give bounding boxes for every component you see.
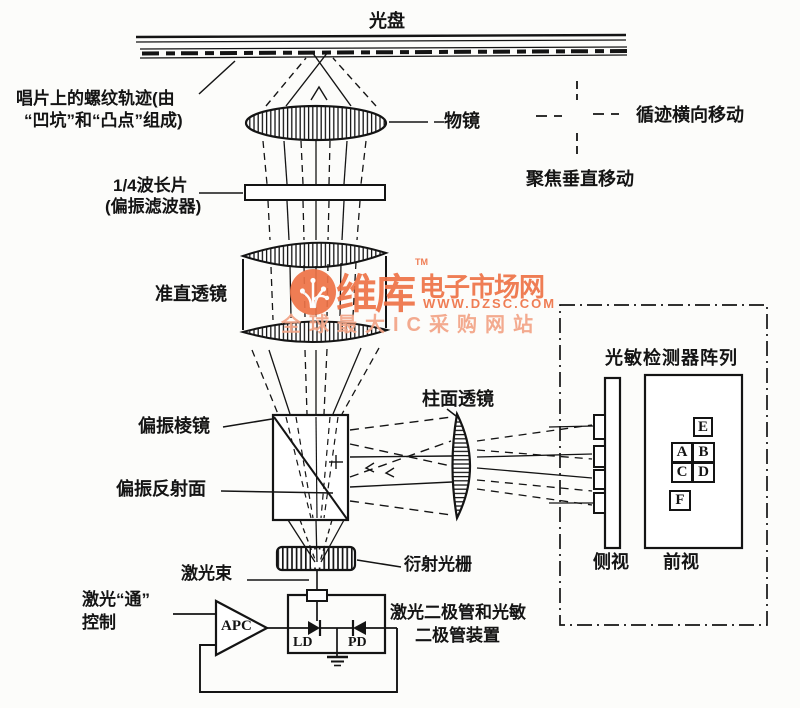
track-label-connector — [198, 60, 236, 95]
beam-rays-lens-to-plate — [262, 140, 367, 185]
pd-label: PD — [348, 635, 367, 650]
laser-beam-label: 激光束 — [181, 564, 232, 583]
laser-on-label-line1: 激光“通” — [82, 590, 150, 609]
apc-label: APC — [221, 618, 252, 634]
laser-circuit — [173, 589, 398, 693]
objective-label: 物镜 — [444, 111, 480, 131]
polarizing-prism-label: 偏振棱镜 — [138, 416, 210, 436]
diffraction-grating — [275, 545, 357, 572]
grating-label: 衍射光栅 — [404, 555, 472, 574]
feedback-loop — [199, 628, 398, 693]
track-label-line2: “凹坑”和“凸点”组成) — [24, 111, 183, 130]
detector-side-view — [593, 376, 622, 550]
quarter-wave-plate — [199, 184, 386, 201]
detector-cell-e: E — [693, 417, 713, 437]
detector-array-label: 光敏检测器阵列 — [605, 348, 738, 368]
beam-rays-prism-to-cylindrical — [349, 416, 453, 516]
focus-move-label: 聚焦垂直移动 — [526, 169, 634, 189]
detector-cell-f: F — [669, 490, 691, 511]
objective-lens — [244, 104, 444, 142]
polarizing-prism — [220, 413, 350, 522]
ld-diode-symbol — [308, 621, 320, 635]
quarter-wave-label-line2: (偏振滤波器) — [105, 197, 202, 216]
beam-rays-prism-to-grating — [287, 519, 345, 563]
grating-connector — [356, 559, 402, 568]
ld-label: LD — [293, 635, 313, 650]
cylindrical-lens-label: 柱面透镜 — [422, 389, 494, 409]
pd-diode-symbol — [353, 621, 366, 635]
detector-cell-b: B — [692, 442, 715, 463]
optical-disc — [135, 33, 628, 59]
movement-cross — [536, 81, 619, 158]
detector-cell-c: C — [671, 462, 693, 483]
detector-cell-d: D — [692, 462, 715, 483]
collimating-lens-label: 准直透镜 — [155, 284, 227, 304]
polarizing-surface-label: 偏振反射面 — [116, 479, 206, 499]
front-view-label: 前视 — [663, 552, 699, 572]
apc-amplifier-triangle — [214, 599, 270, 657]
tracking-move-label: 循迹横向移动 — [636, 105, 744, 125]
side-view-label: 侧视 — [593, 552, 629, 572]
cylindrical-lens — [446, 408, 471, 522]
ground-symbol — [327, 655, 348, 667]
collimating-lens — [239, 241, 391, 344]
quarter-wave-label-line1: 1/4波长片 — [113, 176, 188, 195]
laser-on-label-line2: 控制 — [82, 613, 116, 632]
detector-cell-a: A — [671, 442, 693, 463]
detector-enclosure-box — [559, 304, 768, 626]
device-label-line1: 激光二极管和光敏 — [390, 603, 526, 622]
beam-rays-disc-to-lens — [265, 51, 377, 107]
disc-label: 光盘 — [369, 11, 405, 31]
track-label-line1: 唱片上的螺纹轨迹(由 — [16, 89, 175, 108]
beam-rays-collimator-to-prism — [251, 347, 380, 415]
beam-rays-cylindrical-to-detector — [476, 424, 595, 506]
beam-rays-plate-to-collimator — [267, 200, 361, 241]
device-label-line2: 二极管装置 — [415, 626, 500, 645]
resistor — [306, 589, 328, 602]
